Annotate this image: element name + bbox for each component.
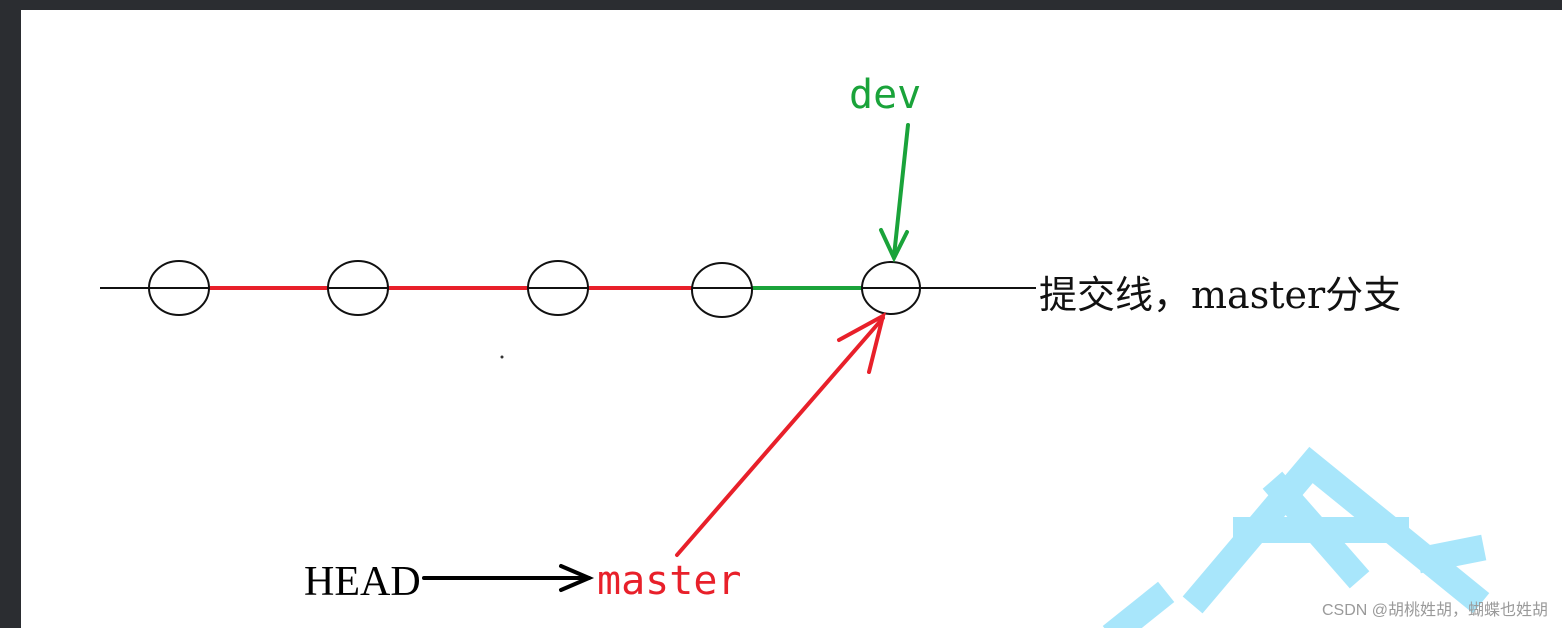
diagram-canvas: dev 提交线，master分支 HEAD master CSDN @胡桃姓胡，… bbox=[21, 10, 1562, 628]
watermark-stroke bbox=[1102, 581, 1175, 628]
watermark-graphic bbox=[1102, 446, 1490, 628]
dev-pointer-arrow bbox=[879, 123, 910, 263]
master-pointer-arrow bbox=[675, 312, 887, 557]
watermark-stroke bbox=[1262, 471, 1370, 589]
master-branch-label: master bbox=[597, 558, 742, 604]
commit-node bbox=[327, 260, 389, 316]
dev-branch-label: dev bbox=[849, 72, 922, 118]
head-pointer-arrow bbox=[422, 564, 595, 592]
commit-node bbox=[148, 260, 210, 316]
git-branch-diagram bbox=[100, 123, 1490, 628]
commit-node bbox=[861, 261, 921, 315]
head-label: HEAD bbox=[304, 559, 421, 605]
commit-node bbox=[527, 260, 589, 316]
csdn-watermark: CSDN @胡桃姓胡，蝴蝶也姓胡 bbox=[1321, 602, 1548, 619]
commit-line-label: 提交线，master分支 bbox=[1039, 273, 1402, 317]
stray-dot bbox=[500, 355, 504, 359]
commit-node bbox=[691, 262, 753, 318]
watermark-stroke bbox=[1415, 534, 1487, 574]
